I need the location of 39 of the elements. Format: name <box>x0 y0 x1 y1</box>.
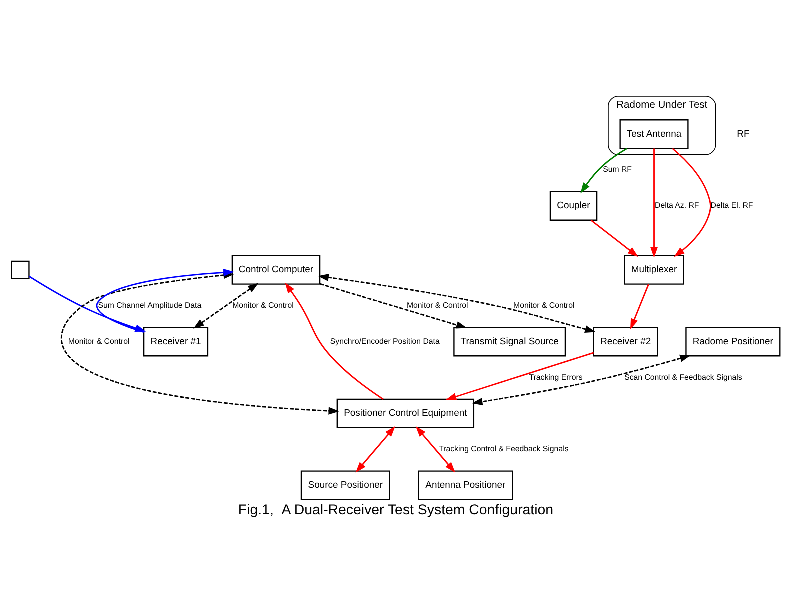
arrow <box>416 426 456 472</box>
arrow <box>285 282 384 400</box>
node-box: Antenna Positioner <box>418 470 514 500</box>
node-box: Receiver #2 <box>593 326 658 356</box>
edge-label: Monitor & Control <box>514 300 575 310</box>
node-box: Receiver #1 <box>143 326 209 356</box>
node-box: Positioner Control Equipment <box>336 398 475 428</box>
edge-label: Monitor & Control <box>68 336 130 346</box>
node-box: Coupler <box>550 190 598 220</box>
edge-label: Delta Az. RF <box>655 200 700 210</box>
arrow <box>356 426 396 472</box>
node-box: Transmit Signal Source <box>454 326 566 356</box>
edge-label: Monitor & Control <box>406 300 468 310</box>
edge-label: Monitor & Control <box>232 300 294 310</box>
node-box: Source Positioner <box>300 470 390 500</box>
caption: Fig.1, A Dual-Receiver Test System Configuration <box>238 502 554 518</box>
arrow <box>194 282 259 328</box>
edge-label: Scan Control & Feedback Signals <box>624 372 742 382</box>
node-box: Test Antenna <box>620 119 689 149</box>
arrow <box>472 354 691 406</box>
edge-label: Delta El. RF <box>710 200 754 210</box>
arrow <box>590 219 639 257</box>
arrow <box>650 148 658 258</box>
node-box: Radome Positioner <box>686 326 781 356</box>
edge-label: Sum Channel Amplitude Data <box>98 300 202 310</box>
node-box <box>11 260 30 279</box>
edge-label: Synchro/Encoder Position Data <box>330 336 440 346</box>
edge-label: Tracking Control & Feedback Signals <box>439 444 569 454</box>
node-box: Multiplexer <box>624 254 684 284</box>
arrow <box>672 148 712 257</box>
arrow <box>318 273 596 333</box>
arrow <box>580 148 628 194</box>
label: RF <box>737 128 750 140</box>
arrow <box>630 284 650 330</box>
edge-label: Tracking Errors <box>529 372 583 382</box>
node-box: Control Computer <box>232 254 321 284</box>
arrow <box>446 352 594 400</box>
arrow <box>320 282 468 328</box>
edge-label: Sum RF <box>603 164 632 174</box>
